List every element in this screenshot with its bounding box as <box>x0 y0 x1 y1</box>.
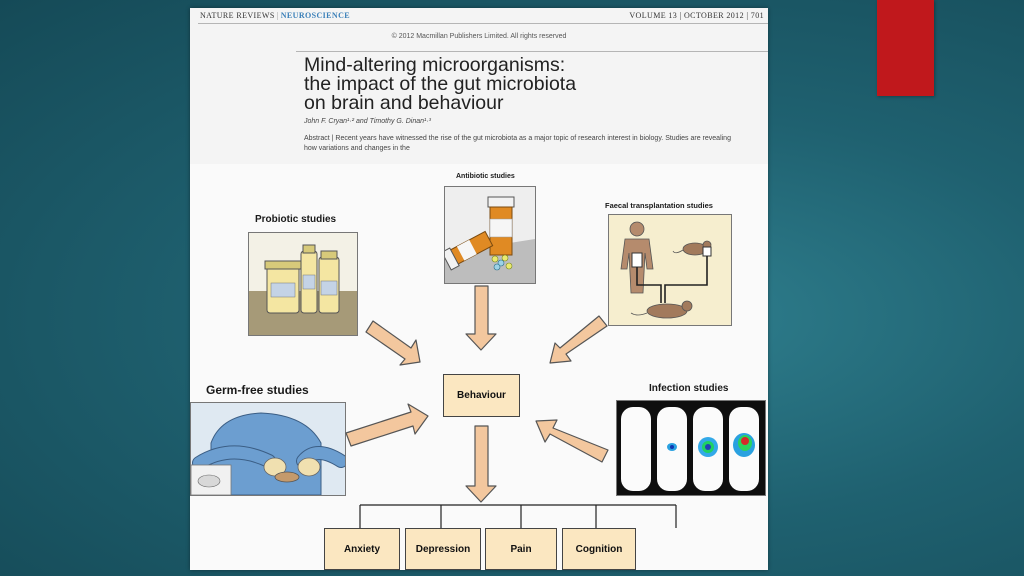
label-infection-studies: Infection studies <box>649 383 729 394</box>
outcome-anxiety: Anxiety <box>324 528 400 570</box>
title-line-1: Mind-altering microorganisms: <box>304 54 566 76</box>
article-abstract: Abstract | Recent years have witnessed t… <box>304 135 731 152</box>
outcome-cognition: Cognition <box>562 528 636 570</box>
infection-panel <box>616 400 766 496</box>
arrow-probiotic-to-behaviour <box>365 320 421 366</box>
figure-diagram: Antibiotic studies Probiotic studies Fae… <box>190 164 768 570</box>
red-accent-block <box>877 0 934 96</box>
outcome-depression: Depression <box>405 528 481 570</box>
title-divider <box>296 51 768 52</box>
title-line-2: the impact of the gut microbiota <box>304 73 577 95</box>
journal-name-left: NATURE REVIEWS <box>200 11 275 20</box>
article-title: Mind-altering microorganisms: the impact… <box>304 54 577 114</box>
label-antibiotic-studies: Antibiotic studies <box>456 173 515 180</box>
journal-name-right: NEUROSCIENCE <box>280 11 350 20</box>
faecal-panel <box>608 214 732 326</box>
bioluminescence-mice-icon <box>617 401 765 495</box>
probiotic-drinks-icon <box>249 233 357 335</box>
behaviour-box: Behaviour <box>443 374 520 417</box>
arrow-faecal-to-behaviour <box>549 315 608 364</box>
arrow-germfree-to-behaviour <box>345 403 429 447</box>
diagram-arrows <box>345 285 677 528</box>
header-divider <box>198 23 768 24</box>
article-page: NATURE REVIEWS|NEUROSCIENCE VOLUME 13 | … <box>190 8 768 570</box>
copyright-text: © 2012 Macmillan Publishers Limited. All… <box>391 33 567 40</box>
journal-issue: VOLUME 13 | OCTOBER 2012 | 701 <box>629 11 764 20</box>
label-germfree-studies: Germ-free studies <box>206 383 309 397</box>
germfree-panel <box>190 402 346 496</box>
article-authors: John F. Cryan¹·² and Timothy G. Dinan¹·³ <box>304 118 432 125</box>
title-line-3: on brain and behaviour <box>304 92 504 114</box>
arrow-behaviour-to-outcomes <box>465 425 497 503</box>
label-faecal-studies: Faecal transplantation studies <box>605 201 713 210</box>
label-probiotic-studies: Probiotic studies <box>255 214 337 225</box>
journal-name: NATURE REVIEWS|NEUROSCIENCE <box>200 11 350 20</box>
arrow-infection-to-behaviour <box>535 419 609 463</box>
gloved-hands-mouse-icon <box>191 403 345 495</box>
human-to-mouse-icon <box>609 215 731 325</box>
probiotic-panel <box>248 232 358 336</box>
arrow-antibiotic-to-behaviour <box>465 285 497 351</box>
antibiotic-panel <box>444 186 536 284</box>
outcome-pain: Pain <box>485 528 557 570</box>
pill-bottles-icon <box>445 187 535 283</box>
